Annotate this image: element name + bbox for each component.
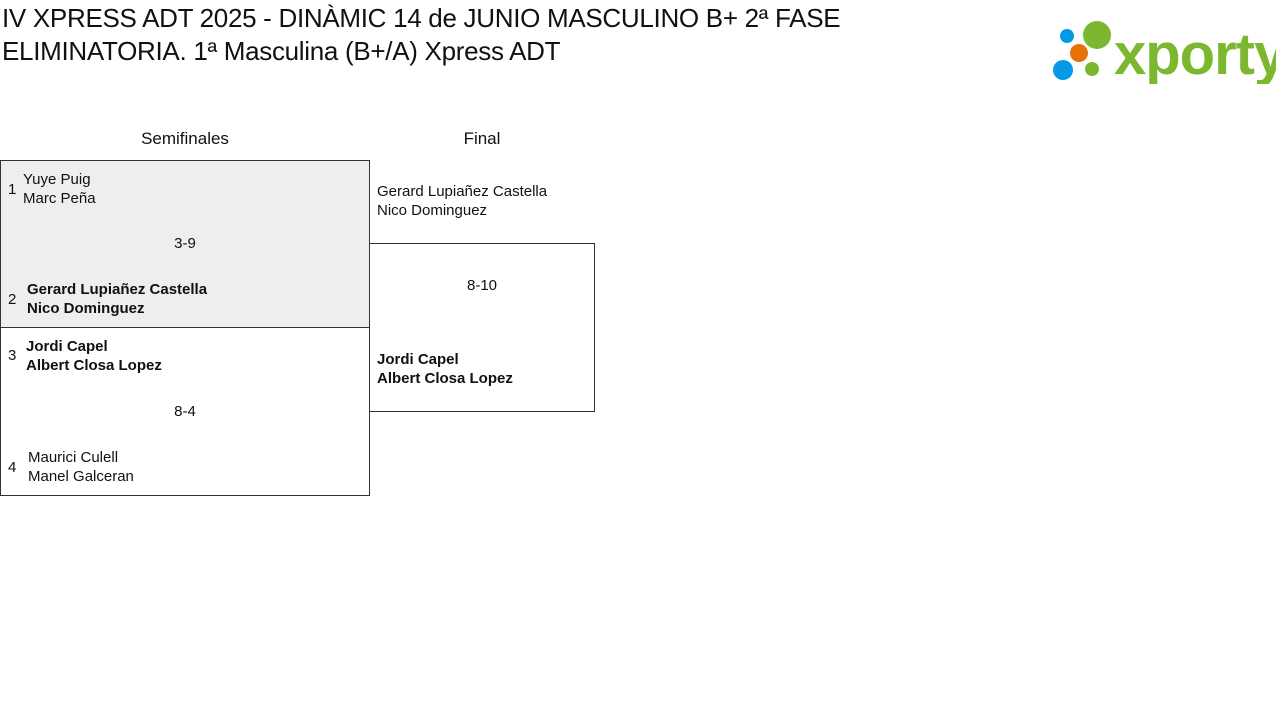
round-header-semifinales: Semifinales [141,129,229,148]
seed: 2 [8,291,17,308]
match-score: 8-10 [466,277,498,294]
match-score: 3-9 [174,235,196,252]
seed: 4 [8,459,17,476]
match-score: 8-4 [174,403,196,420]
seed: 1 [8,181,17,198]
round-header-final: Final [463,129,501,148]
page-title: IV XPRESS ADT 2025 - DINÀMIC 14 de JUNIO… [2,3,841,66]
seed: 3 [8,347,17,364]
xporty-logo: xporty [1053,21,1276,84]
svg-text:xporty: xporty [1114,22,1276,84]
